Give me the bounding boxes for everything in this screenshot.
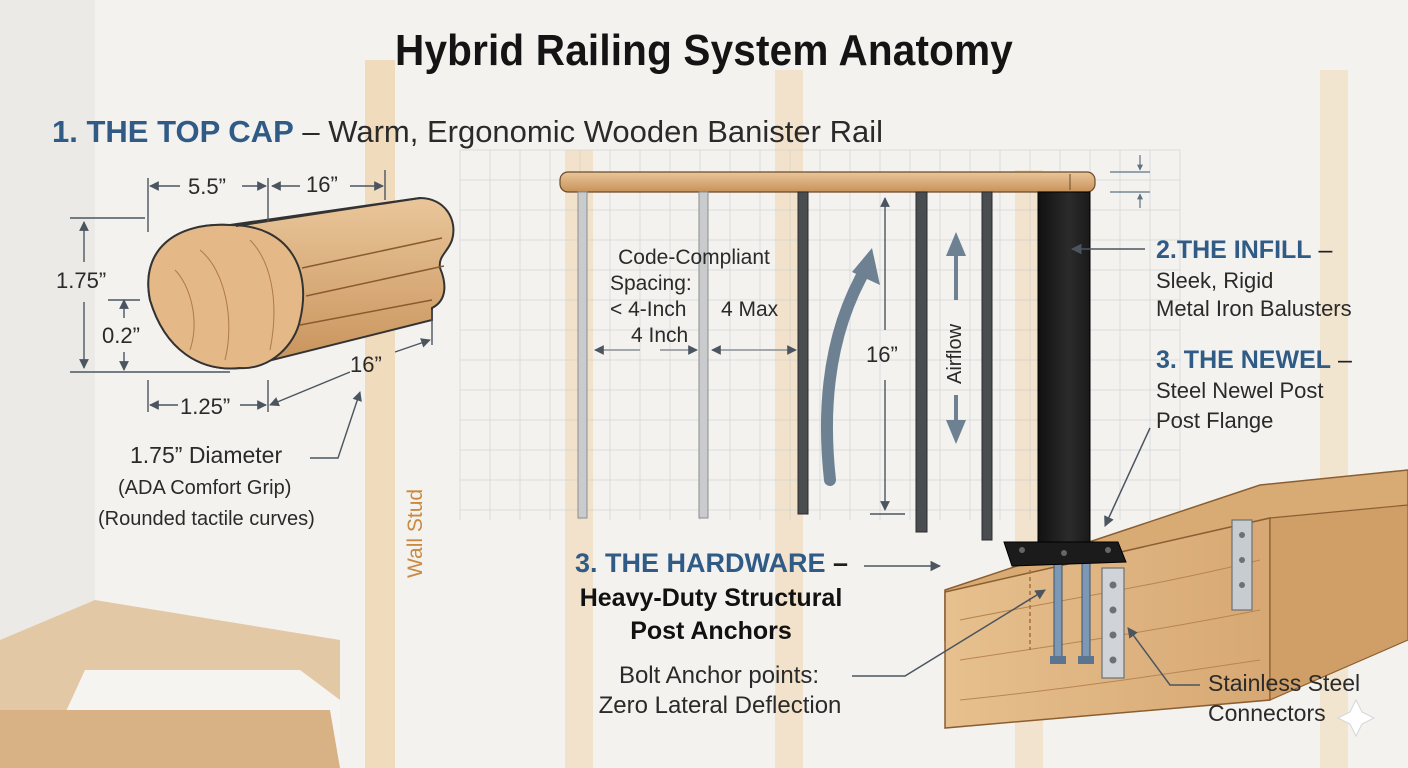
baluster-5 (981, 191, 993, 541)
page-title: Hybrid Railing System Anatomy (395, 26, 1013, 75)
spacing-line4: 4 Inch (631, 324, 689, 347)
curved-arrow-head (852, 248, 880, 285)
balusters (577, 191, 993, 541)
dim-base-width: 1.25” (180, 394, 231, 419)
top-cap-profile (147, 196, 455, 370)
spacing-max: 4 Max (721, 298, 779, 321)
hardware-heading: 3. THE HARDWARE (575, 548, 826, 578)
bolt-line1: Bolt Anchor points: (618, 662, 820, 689)
infill-line2: Metal Iron Balusters (1156, 296, 1352, 321)
baluster-2 (698, 191, 709, 519)
top-cap-heading: 1. THE TOP CAP (52, 114, 294, 149)
leader-lines (852, 243, 1200, 686)
bolt-line2: Zero Lateral Deflection (598, 692, 842, 719)
wall-stud-1 (365, 60, 395, 768)
airflow-label: Airflow (944, 323, 966, 384)
sparkle-icon (1336, 698, 1376, 738)
curved-arrow (820, 259, 874, 486)
hardware-line2: Post Anchors (630, 617, 792, 645)
newel-line2: Post Flange (1156, 408, 1274, 433)
stainless-steel-connector (1101, 567, 1125, 679)
grip-diameter: 1.75” Diameter (130, 442, 283, 468)
baluster-4 (915, 191, 928, 533)
handrail (559, 171, 1096, 193)
newel-heading-row: 3. THE NEWEL – (1156, 346, 1352, 375)
grip-curves: (Rounded tactile curves) (98, 508, 315, 530)
rail-height-dim (1110, 155, 1150, 208)
hardware-line1: Heavy-Duty Structural (579, 584, 843, 612)
spacing-line3: < 4-Inch (610, 298, 687, 321)
dim-height: 1.75” (56, 268, 107, 293)
cap-dimension-lines (70, 170, 433, 459)
wall-stud-label: Wall Stud (404, 488, 427, 578)
spacing-line1: Code-Compliant (618, 246, 770, 269)
airflow-arrows (946, 232, 966, 444)
top-cap-subtitle: – Warm, Ergonomic Wooden Banister Rail (302, 114, 883, 149)
newel-heading: 3. THE NEWEL (1156, 346, 1332, 374)
spacing-line2: Spacing: (610, 272, 692, 295)
hardware-heading-row: 3. THE HARDWARE – (575, 548, 848, 579)
baluster-3 (797, 191, 809, 515)
section-top-cap: 1. THE TOP CAP – Warm, Ergonomic Wooden … (52, 114, 883, 150)
dim-base-length: 16” (350, 352, 382, 377)
hardware-dash: – (833, 548, 849, 578)
dim-top-width: 5.5” (188, 174, 226, 199)
grip-ada: (ADA Comfort Grip) (118, 477, 292, 499)
dim-top-length: 16” (306, 172, 338, 197)
dim-lip: 0.2” (102, 323, 140, 348)
newel-line1: Steel Newel Post (1156, 378, 1324, 403)
baluster-height-dim (870, 197, 905, 515)
infill-dash: – (1318, 236, 1333, 264)
infill-line1: Sleek, Rigid (1156, 268, 1274, 293)
connectors-line2: Connectors (1208, 700, 1326, 726)
infill-heading-row: 2.THE INFILL – (1156, 236, 1332, 265)
baluster-1 (577, 191, 588, 519)
baluster-height-label: 16” (866, 342, 898, 367)
newel-dash: – (1337, 346, 1352, 374)
wall-corner (0, 0, 95, 640)
infill-heading: 2.THE INFILL (1156, 236, 1312, 264)
connectors-line1: Stainless Steel (1208, 670, 1361, 696)
joist-hanger (1231, 519, 1253, 611)
stair-step (0, 710, 340, 768)
